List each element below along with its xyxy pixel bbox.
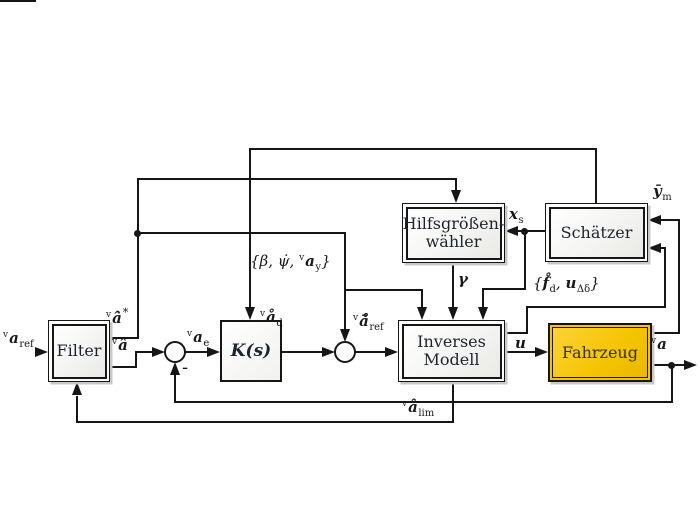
arrowhead	[478, 307, 488, 320]
arrowhead	[448, 307, 458, 320]
wire-segment	[355, 351, 387, 353]
arrowhead	[451, 190, 461, 203]
wire-segment	[76, 421, 454, 423]
label-va-output: va	[651, 335, 667, 353]
block-estimator-label: Schätzer	[560, 222, 633, 242]
wire-segment	[174, 374, 176, 403]
wire-segment	[249, 148, 597, 150]
wire-segment	[524, 230, 526, 290]
arrowhead	[35, 347, 48, 357]
arrowhead	[648, 243, 661, 253]
label-beta-psi-ay-bundle: {β, ψ̇, vay}	[250, 252, 331, 273]
block-vehicle-label: Fahrzeug	[562, 343, 638, 362]
wire-segment	[526, 306, 528, 334]
wire-segment	[505, 351, 537, 353]
label-va-ref-input: varef	[3, 329, 34, 350]
wire-segment	[452, 382, 454, 423]
label-va-bar-ring-ref: vā̊ref	[353, 312, 384, 333]
block-controller: K(s)	[220, 320, 282, 382]
wire-segment	[110, 366, 137, 368]
label-va-ring-d: våd	[260, 308, 283, 329]
wire-segment	[595, 148, 597, 205]
wire-segment	[135, 351, 137, 368]
label-va-ring-lim: vålim	[402, 398, 435, 419]
arrowhead	[170, 362, 180, 375]
block-aux-selector: Hilfsgrößen- wähler	[402, 203, 505, 263]
arrowhead	[322, 347, 335, 357]
block-vehicle: Fahrzeug	[548, 323, 652, 382]
wire-segment	[0, 0, 36, 2]
label-x-s: xs	[509, 205, 524, 226]
wire-segment	[452, 262, 454, 310]
junction-dot	[521, 228, 528, 235]
label-minus-sign: -	[182, 357, 189, 378]
label-va-hat-dot-star: vâ̇*	[106, 306, 129, 327]
block-inverse-model-line1: Inverses	[417, 332, 486, 352]
label-va-e: vae	[187, 328, 210, 349]
junction-dot	[668, 362, 675, 369]
wire-segment	[664, 247, 666, 308]
wire-segment	[659, 247, 666, 249]
wire-segment	[185, 351, 209, 353]
wire-segment	[678, 219, 680, 334]
wire-segment	[76, 396, 78, 423]
wire-segment	[659, 219, 680, 221]
arrowhead	[505, 226, 518, 236]
wire-segment	[455, 178, 457, 192]
wire-segment	[517, 230, 547, 232]
block-controller-label: K(s)	[230, 341, 272, 361]
block-inverse-model: Inverses Modell	[398, 320, 505, 382]
arrowhead	[340, 329, 350, 342]
wire-segment	[110, 337, 139, 339]
junction-dot	[134, 230, 141, 237]
block-aux-selector-line2: wähler	[425, 232, 482, 251]
arrowhead	[684, 360, 697, 370]
arrowhead	[417, 307, 427, 320]
summing-junction-1	[164, 341, 186, 363]
block-filter: Filter	[48, 320, 110, 382]
arrowhead	[535, 347, 548, 357]
wire-segment	[482, 288, 484, 310]
wire-segment	[344, 289, 423, 291]
label-u: u	[515, 334, 526, 352]
wire-segment	[482, 288, 526, 290]
arrowhead	[207, 347, 220, 357]
arrowhead	[72, 382, 82, 395]
wire-segment	[344, 232, 346, 331]
block-aux-selector-line1: Hilfsgrößen-	[402, 214, 505, 234]
wire-segment	[249, 148, 251, 308]
wire-segment	[137, 178, 457, 180]
wire-segment	[421, 289, 423, 309]
wire-segment	[526, 306, 666, 308]
label-gamma: γ	[458, 270, 468, 288]
arrowhead	[245, 307, 255, 320]
arrowhead	[385, 347, 398, 357]
label-fd-udelta-bundle: {f̊d, uΔδ}	[533, 274, 600, 295]
wire-segment	[174, 401, 673, 403]
label-y-bar-m: ȳm	[653, 182, 672, 203]
wire-segment	[282, 351, 324, 353]
block-estimator: Schätzer	[545, 203, 648, 262]
wire-segment	[652, 332, 680, 334]
summing-junction-2	[334, 341, 356, 363]
wire-segment	[505, 332, 528, 334]
wire-segment	[137, 178, 139, 339]
wire-segment	[135, 351, 154, 353]
wire-segment	[671, 364, 673, 403]
wire-segment	[137, 232, 346, 234]
block-filter-label: Filter	[56, 341, 102, 361]
block-inverse-model-line2: Modell	[423, 350, 480, 369]
label-va-hat: vâ	[112, 336, 128, 354]
arrowhead	[152, 347, 165, 357]
arrowhead	[648, 215, 661, 225]
